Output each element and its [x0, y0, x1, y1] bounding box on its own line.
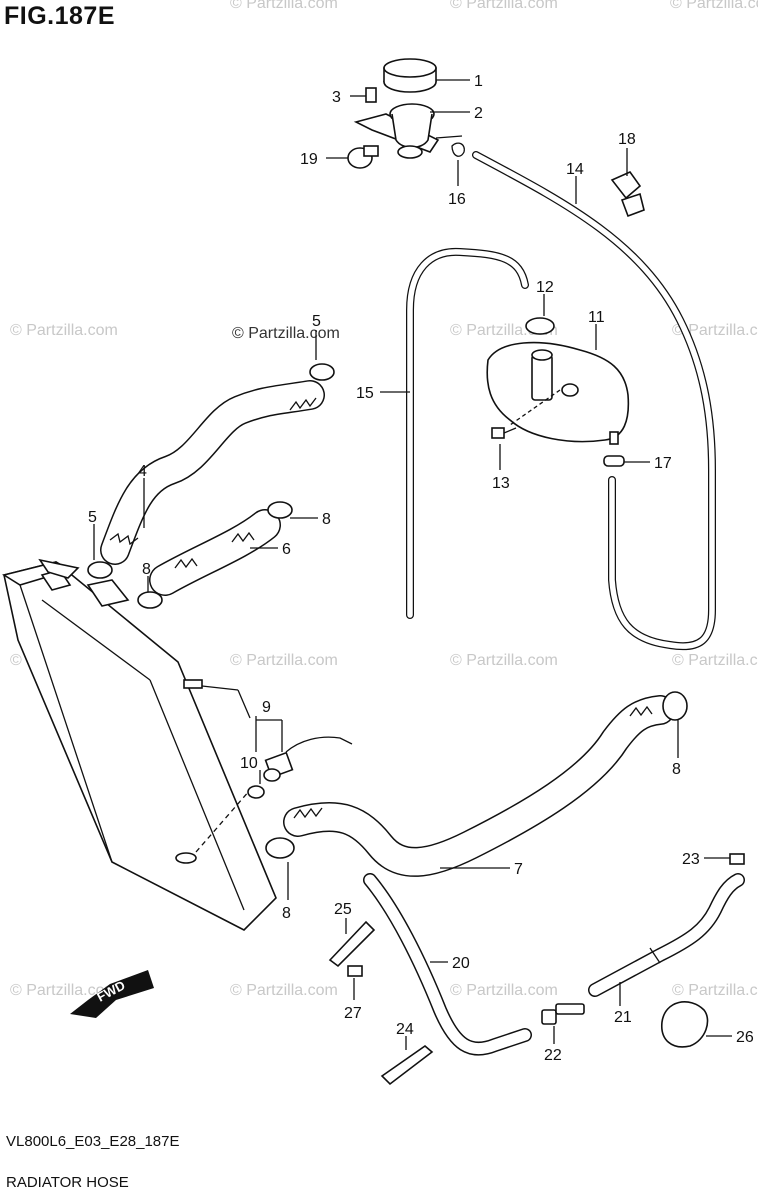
thermo-switch	[247, 736, 353, 799]
callout-label: 8	[282, 905, 291, 922]
watermark-text: © Partzilla.com	[450, 652, 558, 669]
callout-label: 6	[282, 541, 291, 558]
bolt-3	[365, 87, 377, 103]
callout-label: 15	[356, 385, 374, 402]
hose-21	[588, 873, 745, 997]
figure-code: VL800L6_E03_E28_187E	[6, 1133, 180, 1150]
callout-label: 10	[240, 755, 258, 772]
watermark-text: © Partzilla.com	[450, 0, 558, 12]
callout-label: 1	[474, 73, 483, 90]
callout-label: 16	[448, 191, 466, 208]
watermark-text: © Partzilla.com	[10, 322, 118, 339]
callout-label: 27	[344, 1005, 362, 1022]
clamp-26	[661, 1001, 709, 1048]
inlet-neck	[353, 103, 463, 159]
watermark-text: © Partzilla.com	[230, 0, 338, 12]
radiator-cap	[383, 58, 437, 93]
bracket-24	[380, 1044, 434, 1086]
callout-label: 5	[312, 313, 321, 330]
clamp-19	[347, 145, 379, 169]
fitting-22	[541, 1003, 585, 1025]
callout-label: 9	[262, 699, 271, 716]
radiator-hose-6	[149, 509, 281, 596]
figure-title: FIG.187E	[4, 2, 115, 30]
leader-lines	[93, 79, 732, 1050]
callout-label: 23	[682, 851, 700, 868]
watermark-text: © Partzilla.com	[230, 982, 338, 999]
reservoir-tank	[486, 341, 630, 445]
breather-hose-15	[406, 247, 529, 619]
callout-label: 21	[614, 1009, 632, 1026]
clamp-23	[729, 853, 745, 865]
callout-label: 26	[736, 1029, 754, 1046]
callout-label: 4	[138, 463, 147, 480]
hose-clamps	[87, 363, 688, 859]
watermark-text: © Partzilla.com	[672, 982, 758, 999]
callout-label: 25	[334, 901, 352, 918]
callout-label: 20	[452, 955, 470, 972]
watermark-text: © Partzilla.com	[670, 0, 758, 12]
watermark-text: © Partzilla.com	[230, 652, 338, 669]
callout-label: 7	[514, 861, 523, 878]
callout-label: 18	[618, 131, 636, 148]
radiator	[1, 558, 277, 931]
radiator-hose-4	[100, 380, 325, 565]
clamp-18	[610, 171, 645, 218]
callout-label: 17	[654, 455, 672, 472]
watermark-text: © Partzilla.com	[672, 652, 758, 669]
overflow-hose-14	[472, 151, 716, 651]
clip-16	[451, 142, 465, 157]
callout-label: 12	[536, 279, 554, 296]
callout-label: 24	[396, 1021, 414, 1038]
figure-caption: RADIATOR HOSE	[6, 1174, 129, 1191]
callout-label: 5	[88, 509, 97, 526]
radiator-hose-7	[283, 695, 675, 877]
bolt-27	[347, 965, 363, 977]
clamp-17	[603, 455, 625, 467]
callout-label: 8	[672, 761, 681, 778]
watermark-text: © Partzilla.com	[672, 322, 758, 339]
bolt-13	[491, 427, 517, 439]
watermark-text: © Partzilla.com	[232, 325, 340, 342]
callout-label: 11	[588, 309, 605, 326]
watermark-text: © Partzilla.com	[450, 982, 558, 999]
callout-label: 13	[492, 475, 510, 492]
callout-label: 3	[332, 89, 341, 106]
reservoir-cap	[525, 317, 555, 335]
watermark-text: © Partzilla.com	[10, 982, 118, 999]
bracket-25	[328, 920, 376, 968]
callout-label: 14	[566, 161, 584, 178]
callout-label: 8	[142, 561, 151, 578]
callout-label: 22	[544, 1047, 562, 1064]
callout-label: 8	[322, 511, 331, 528]
drain-hose-20	[363, 873, 532, 1056]
callout-label: 2	[474, 105, 483, 122]
callout-label: 19	[300, 151, 318, 168]
callout-numbers: 1 2 3 4 5 5 6 7 8 8 8 8 9 10 11 12 13 14…	[88, 73, 754, 1064]
